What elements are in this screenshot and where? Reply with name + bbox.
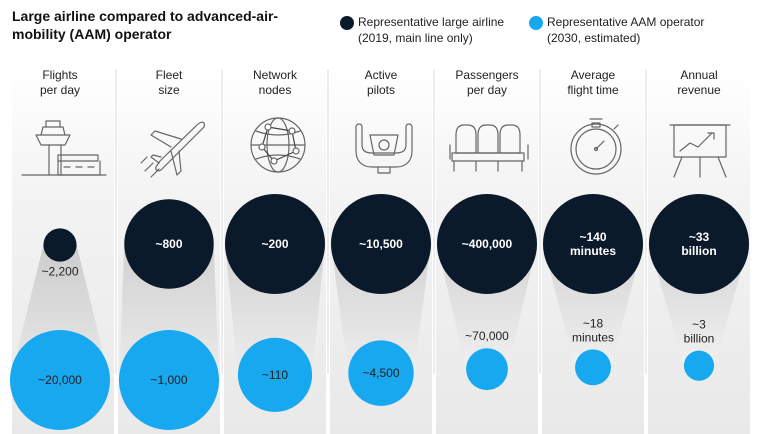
airplane-icon	[140, 121, 206, 178]
legend-label-aam: Representative AAM operator	[547, 15, 705, 29]
airline-bubble	[331, 194, 431, 294]
aam-value-label: ~110	[262, 368, 288, 382]
airline-value-label: ~10,500	[359, 237, 403, 251]
airline-value-label: ~200	[261, 237, 288, 251]
aam-bubble	[683, 350, 715, 381]
airline-bubble	[437, 194, 537, 294]
aam-bubble	[466, 348, 508, 391]
aam-bubble	[10, 330, 110, 430]
legend-item-airline: Representative large airline (2019, main…	[340, 14, 504, 46]
control-tower-icon	[21, 120, 107, 176]
aam-bubble	[237, 337, 313, 412]
airline-bubble	[649, 194, 749, 294]
legend-label-airline: Representative large airline	[358, 15, 505, 29]
legend-sublabel-airline: (2019, main line only)	[358, 31, 473, 45]
chart-board-icon	[669, 124, 731, 178]
seats-icon	[449, 124, 529, 172]
airline-bubble	[225, 194, 325, 294]
network-globe-icon	[250, 117, 306, 173]
airline-bubble	[43, 228, 77, 262]
legend-swatch-aam	[529, 16, 543, 30]
airline-value-label: ~2,200	[41, 265, 78, 279]
aam-value-label: ~4,500	[362, 366, 399, 380]
legend-sublabel-aam: (2030, estimated)	[547, 31, 641, 45]
aam-value-label: ~20,000	[38, 373, 82, 387]
airline-bubble	[124, 199, 214, 289]
aam-bubble	[575, 349, 611, 386]
airline-bubble	[543, 194, 643, 294]
aam-bubble	[348, 340, 414, 406]
airline-value-label: ~800	[155, 237, 182, 251]
aam-value-label: ~1,000	[150, 373, 187, 387]
legend-swatch-airline	[340, 16, 354, 30]
airline-value-label: ~400,000	[462, 237, 513, 251]
legend-item-aam: Representative AAM operator (2030, estim…	[529, 14, 704, 46]
stopwatch-icon	[570, 118, 622, 175]
aam-value-label: ~70,000	[465, 329, 509, 343]
yoke-icon	[355, 123, 413, 174]
chart-title: Large airline compared to advanced-air-m…	[12, 8, 279, 42]
aam-bubble	[119, 330, 219, 430]
